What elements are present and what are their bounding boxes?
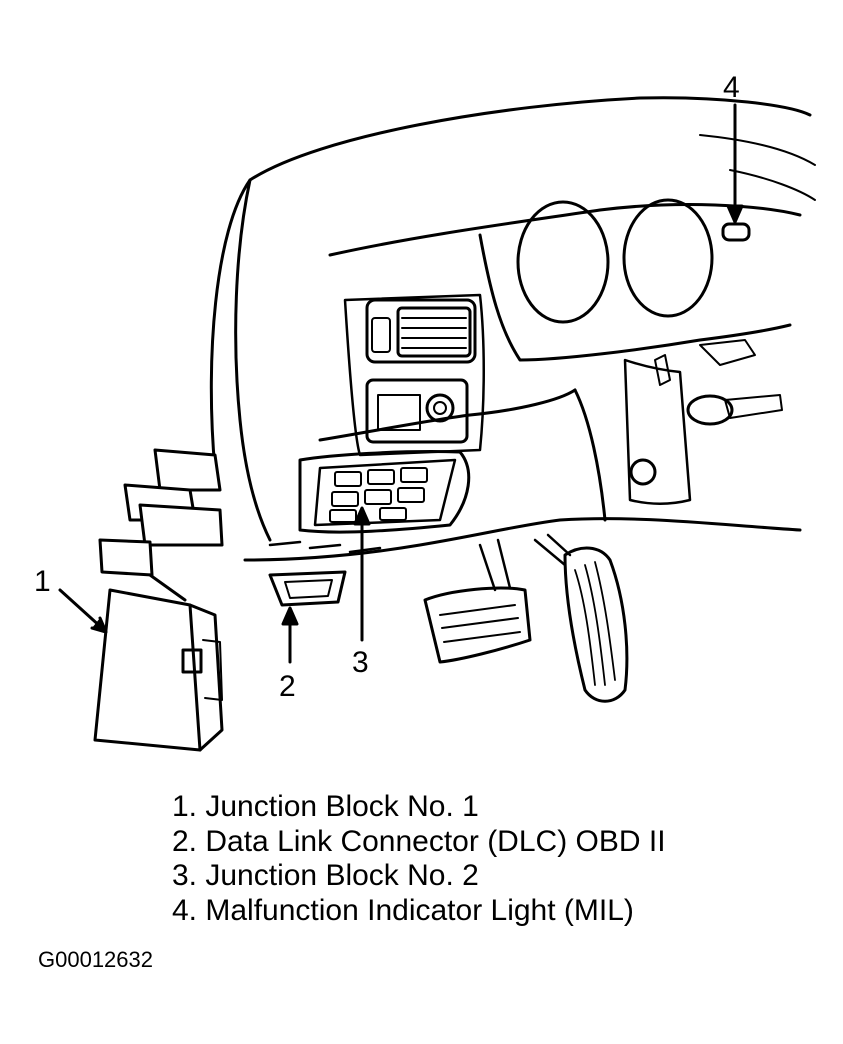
column-knob	[629, 458, 657, 486]
dash-left-contour	[234, 178, 272, 542]
steering-column	[623, 358, 692, 505]
lower-trim-marks	[268, 540, 382, 554]
legend-item: 1. Junction Block No. 1	[172, 790, 666, 825]
junction-block-2-panel	[313, 458, 457, 527]
air-vent-housing	[365, 298, 477, 364]
callout-arrow-4	[726, 103, 744, 224]
gauge-right	[622, 198, 714, 318]
junction-block-1	[93, 448, 224, 752]
callout-number-4: 4	[723, 71, 740, 104]
ashtray-slot	[377, 394, 421, 431]
dash-top-highlight-2	[729, 169, 816, 201]
lighter-knob-inner	[433, 401, 447, 415]
ignition-cylinder	[686, 394, 734, 426]
legend-item-text: Data Link Connector (DLC) OBD II	[205, 824, 666, 858]
legend-item: 2. Data Link Connector (DLC) OBD II	[172, 825, 666, 860]
legend-item-text: Junction Block No. 1	[205, 790, 479, 823]
console-outline	[343, 293, 485, 457]
legend-item-text: Junction Block No. 2	[205, 859, 479, 892]
legend-item-text: Malfunction Indicator Light (MIL)	[205, 893, 634, 927]
vent-side-button	[371, 317, 391, 353]
legend-item-number: 3.	[172, 859, 198, 892]
junction-block-2-fuses	[329, 467, 428, 523]
callout-arrow-2	[281, 606, 299, 664]
legend-item-number: 1.	[172, 790, 198, 823]
air-vent-grille	[396, 306, 472, 358]
dlc-connector	[268, 570, 347, 607]
gauge-left	[516, 200, 610, 324]
legend-list: 1. Junction Block No. 1 2. Data Link Con…	[172, 790, 666, 928]
cluster-hood	[478, 233, 792, 362]
dlc-connector-inner	[284, 579, 333, 599]
dash-lower-edge	[243, 517, 802, 562]
column-bracket	[699, 339, 756, 366]
brake-pedal	[423, 538, 532, 664]
accelerator-pedal	[533, 533, 629, 703]
dash-right-lower	[573, 388, 607, 522]
legend-item-number: 4.	[172, 893, 198, 927]
column-bracket-2	[724, 394, 783, 419]
dash-top-outline	[209, 96, 812, 472]
figure-code: G00012632	[38, 947, 153, 972]
steering-lever	[654, 354, 671, 386]
callout-arrow-3	[353, 506, 371, 642]
callout-arrow-1	[58, 588, 108, 634]
air-vent-slats	[401, 317, 467, 349]
callout-number-3: 3	[352, 646, 369, 679]
legend-item: 3. Junction Block No. 2	[172, 859, 666, 894]
legend-item: 4. Malfunction Indicator Light (MIL)	[172, 894, 666, 929]
ashtray-housing	[365, 378, 469, 444]
dash-top-highlight-1	[699, 134, 816, 166]
lighter-knob	[425, 393, 455, 423]
dashboard-illustration	[58, 96, 816, 752]
legend-item-number: 2.	[172, 824, 198, 858]
junction-block-2-housing	[298, 450, 471, 534]
callout-number-1: 1	[34, 565, 51, 598]
callout-number-2: 2	[279, 670, 296, 703]
mil-indicator	[721, 222, 751, 242]
dash-top-inner-line	[328, 203, 802, 257]
